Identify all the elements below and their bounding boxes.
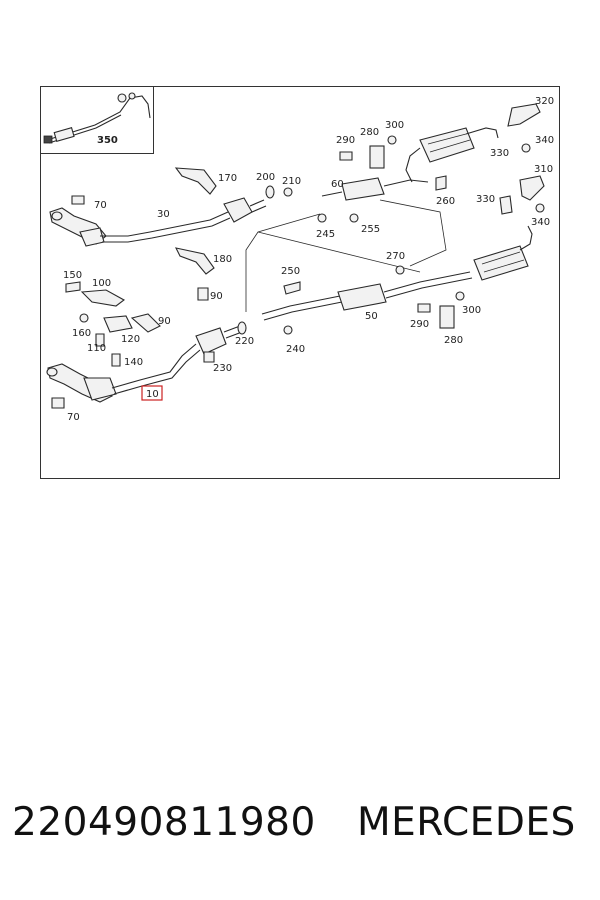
callout-245: 245 — [316, 229, 335, 240]
gasket-220[interactable] — [237, 321, 247, 335]
callout-140: 140 — [124, 357, 143, 368]
callout-290-top: 290 — [336, 135, 355, 146]
callout-100: 100 — [92, 278, 111, 289]
nut-255[interactable] — [349, 213, 359, 223]
callout-70-top: 70 — [94, 200, 107, 211]
bolt-140[interactable] — [111, 353, 121, 367]
callout-280-top: 280 — [360, 127, 379, 138]
callout-90: 90 — [210, 291, 223, 302]
bracket-320[interactable] — [507, 103, 541, 127]
callout-120: 120 — [121, 334, 140, 345]
bolt-290-top[interactable] — [339, 151, 353, 161]
hanger-280-bottom[interactable] — [439, 305, 455, 329]
clamp-260[interactable] — [435, 175, 447, 191]
brand-name: MERCEDES — [357, 800, 576, 845]
rear-silencer-lower[interactable] — [473, 225, 533, 281]
callout-300-top: 300 — [385, 120, 404, 131]
nut-245[interactable] — [317, 213, 327, 223]
footer-row: 220490811980 MERCEDES — [0, 800, 600, 860]
callout-150: 150 — [63, 270, 82, 281]
callout-240: 240 — [286, 344, 305, 355]
nut-210[interactable] — [283, 187, 293, 197]
bracket-90[interactable] — [130, 313, 161, 333]
callout-10: 10 — [146, 389, 159, 400]
leader-lines — [245, 199, 447, 312]
bracket-100[interactable] — [80, 289, 126, 307]
callout-340-top: 340 — [535, 135, 554, 146]
clamp-120[interactable] — [103, 315, 133, 333]
bolt-340-bottom[interactable] — [535, 203, 545, 213]
callout-320: 320 — [535, 96, 554, 107]
clamp-250[interactable] — [283, 281, 301, 295]
nut-160[interactable] — [79, 313, 89, 323]
center-pipe-50[interactable] — [261, 271, 473, 321]
rear-silencer-upper[interactable] — [405, 127, 499, 183]
nut-240[interactable] — [283, 325, 293, 335]
callout-340-bottom: 340 — [531, 217, 550, 228]
callout-300-bottom: 300 — [462, 305, 481, 316]
callout-220: 220 — [235, 336, 254, 347]
part-number: 220490811980 — [12, 800, 316, 845]
callout-70-bottom: 70 — [67, 412, 80, 423]
callout-350: 350 — [97, 135, 118, 146]
callout-180: 180 — [213, 254, 232, 265]
callout-210: 210 — [282, 176, 301, 187]
callout-200: 200 — [256, 172, 275, 183]
callout-160: 160 — [72, 328, 91, 339]
callout-255: 255 — [361, 224, 380, 235]
bolt-290-bottom[interactable] — [417, 303, 431, 313]
hanger-280-top[interactable] — [369, 145, 385, 169]
bolt-110[interactable] — [95, 333, 105, 347]
bolt-90[interactable] — [197, 287, 209, 301]
bracket-330[interactable] — [499, 195, 513, 215]
nut-300-top[interactable] — [387, 135, 397, 145]
oxygen-sensor-350[interactable] — [43, 92, 151, 144]
middle-silencer-60[interactable] — [321, 177, 429, 201]
bracket-310[interactable] — [519, 175, 545, 201]
callout-290-bottom: 290 — [410, 319, 429, 330]
bracket-180[interactable] — [174, 247, 215, 275]
callout-110: 110 — [87, 343, 106, 354]
callout-310: 310 — [534, 164, 553, 175]
gasket-200[interactable] — [265, 185, 275, 199]
callout-230: 230 — [213, 363, 232, 374]
bolt-340-top[interactable] — [521, 143, 531, 153]
catalytic-converter-pipe-10[interactable] — [46, 325, 243, 403]
callout-280-bottom: 280 — [444, 335, 463, 346]
callout-330-bottom: 330 — [476, 194, 495, 205]
front-pipe-30[interactable] — [49, 197, 267, 247]
callout-260: 260 — [436, 196, 455, 207]
washer-150[interactable] — [65, 281, 81, 293]
callout-50: 50 — [365, 311, 378, 322]
callout-330-top: 330 — [490, 148, 509, 159]
callout-170: 170 — [218, 173, 237, 184]
exhaust-system-diagram: 350 320 340 330 310 330 340 290 280 300 … — [40, 86, 560, 479]
bolt-230[interactable] — [203, 351, 215, 363]
bolt-70-bottom[interactable] — [51, 397, 65, 409]
highlight-box-10 — [141, 385, 163, 401]
inset-frame — [40, 86, 154, 154]
bracket-170[interactable] — [174, 167, 217, 195]
callout-90-bracket: 90 — [158, 316, 171, 327]
callout-270: 270 — [386, 251, 405, 262]
callout-30: 30 — [157, 209, 170, 220]
bolt-70-top[interactable] — [71, 195, 85, 205]
callout-60: 60 — [331, 179, 344, 190]
nut-270[interactable] — [395, 265, 405, 275]
nut-300-bottom[interactable] — [455, 291, 465, 301]
callout-250: 250 — [281, 266, 300, 277]
